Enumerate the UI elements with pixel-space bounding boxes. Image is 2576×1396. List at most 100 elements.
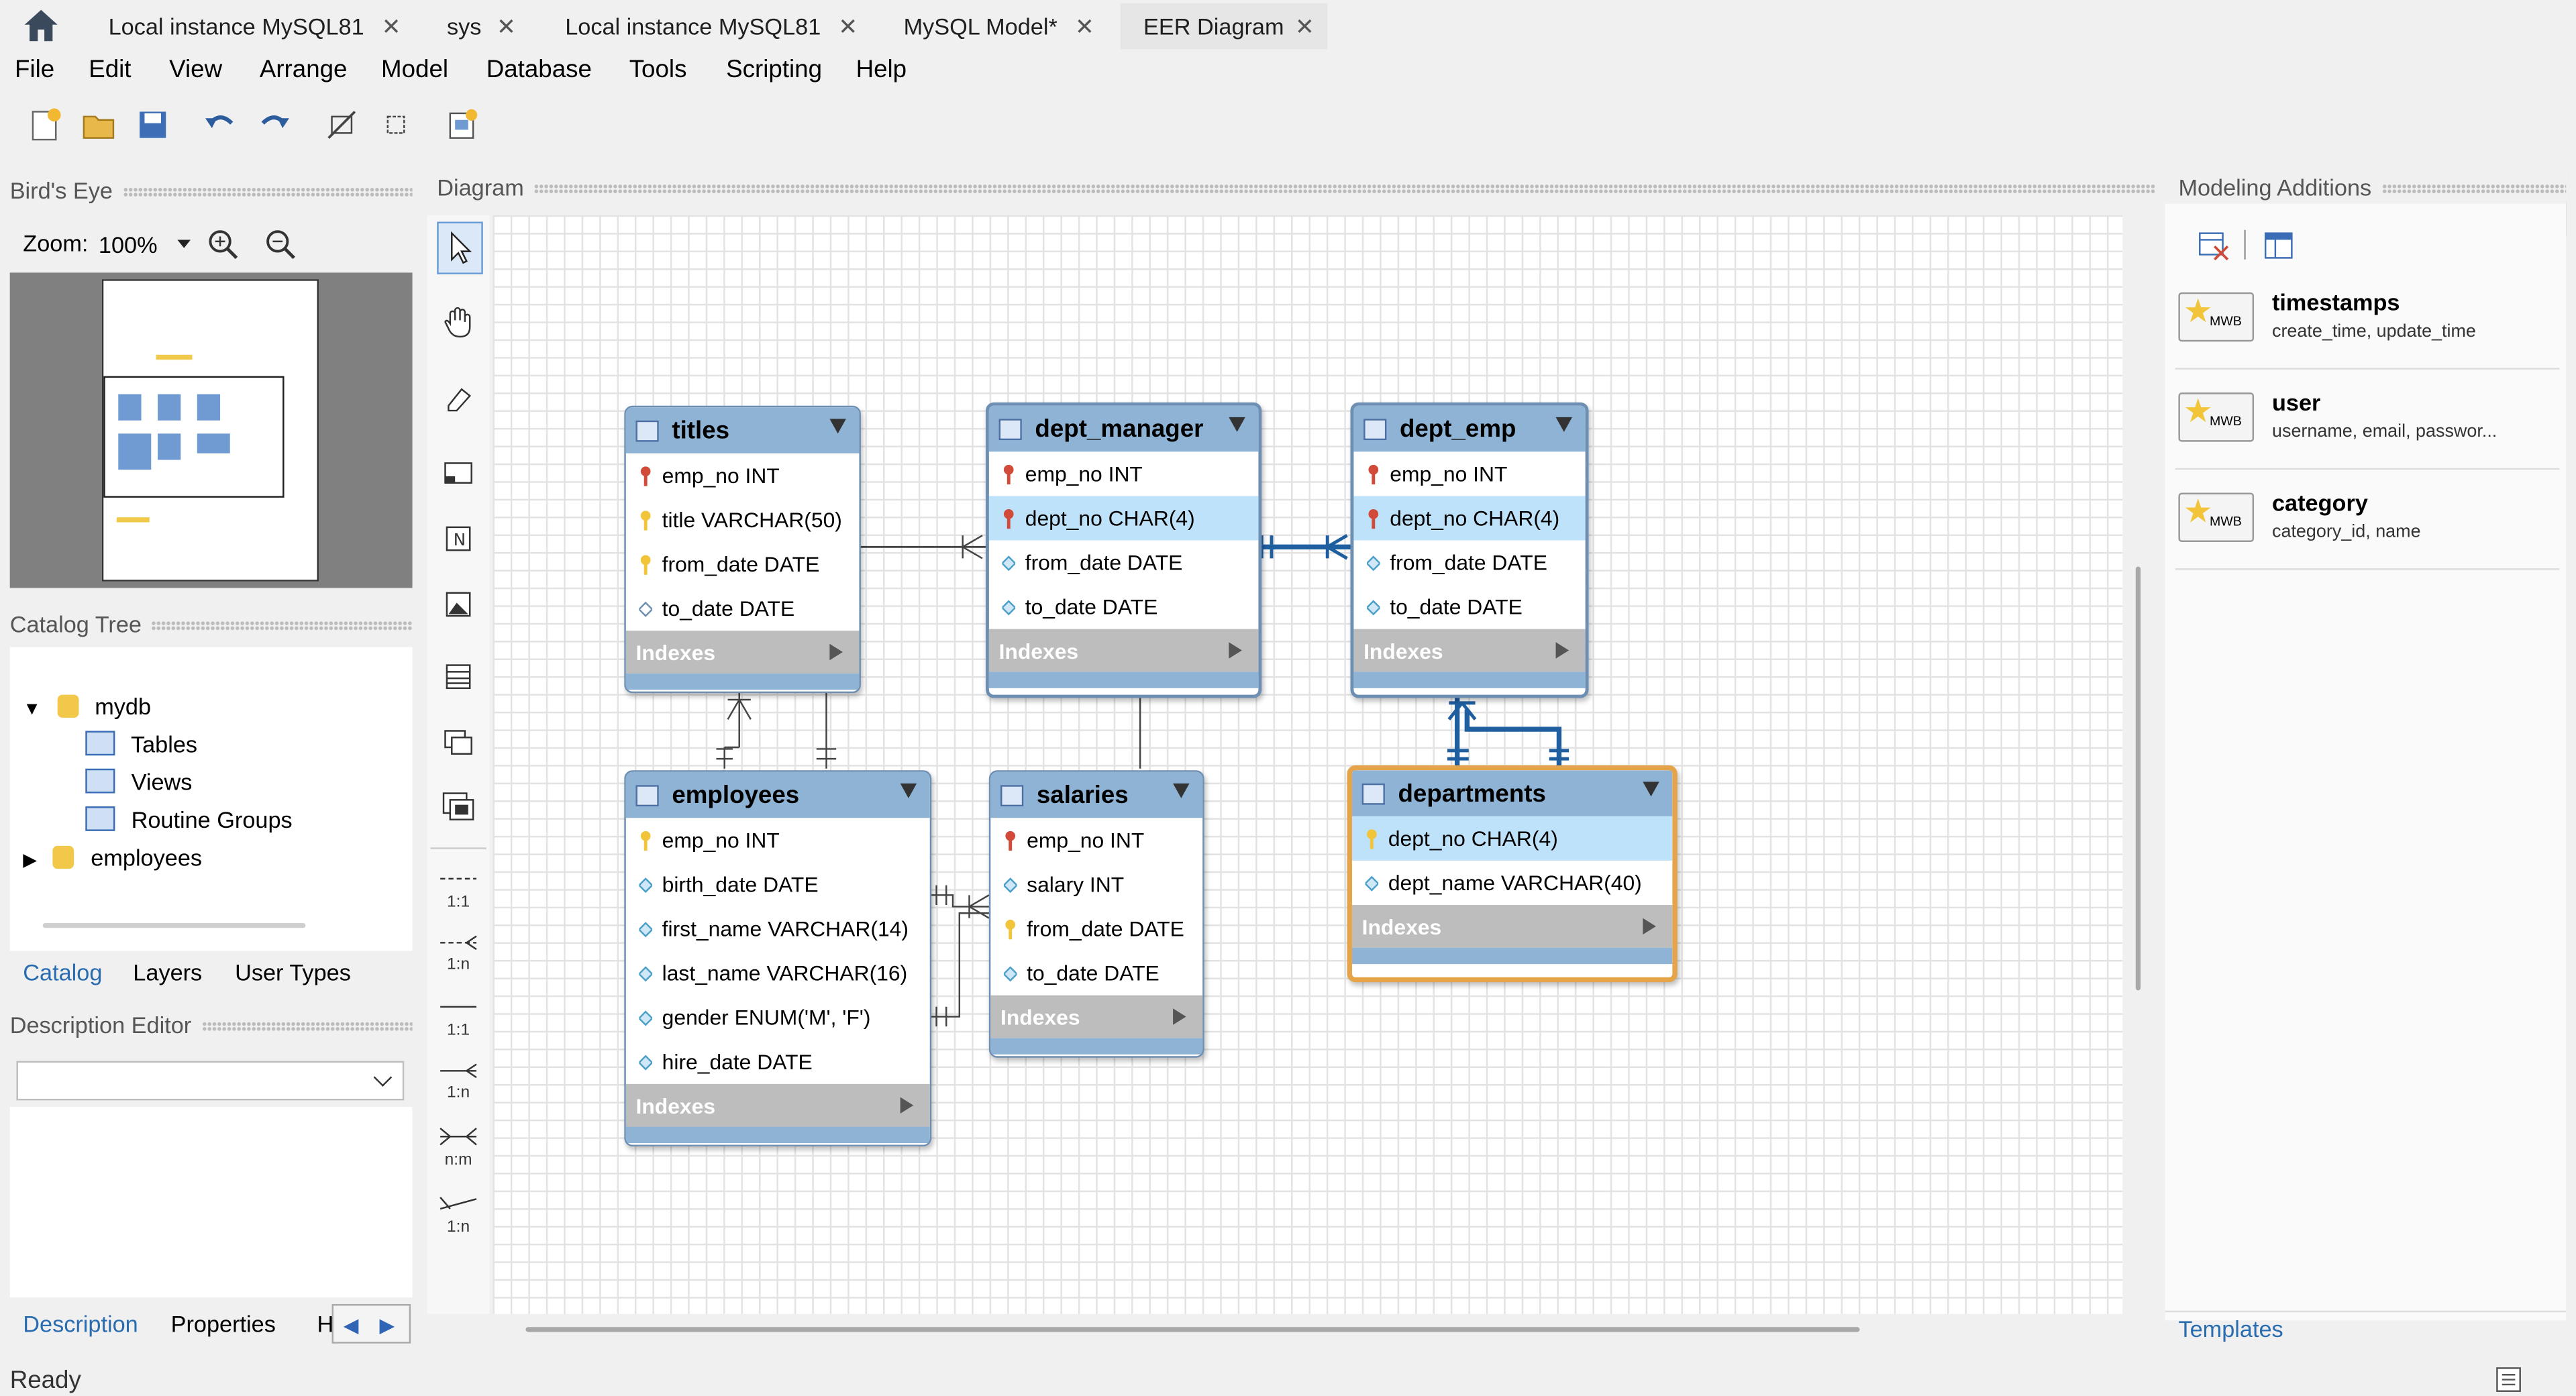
menu-help[interactable]: Help xyxy=(856,56,907,84)
tab-properties[interactable]: Properties xyxy=(170,1310,276,1337)
expand-arrow-icon[interactable] xyxy=(900,1097,914,1114)
indexes-section[interactable]: Indexes xyxy=(1351,905,1673,948)
tree-node-routine-groups[interactable]: Routine Groups xyxy=(85,806,293,833)
collapse-arrow-icon[interactable] xyxy=(1555,417,1573,432)
column-row[interactable]: from_date DATE xyxy=(1353,540,1585,584)
expand-arrow-icon[interactable] xyxy=(1229,642,1242,659)
column-row[interactable]: from_date DATE xyxy=(990,906,1202,951)
diagram-canvas[interactable] xyxy=(493,215,2123,1314)
column-row[interactable]: emp_no INT xyxy=(626,453,860,498)
indexes-section[interactable]: Indexes xyxy=(625,1083,930,1127)
table-tool-icon[interactable] xyxy=(437,662,480,702)
collapse-arrow-icon[interactable] xyxy=(900,783,917,798)
undo-icon[interactable] xyxy=(202,107,238,143)
zoom-in-icon[interactable] xyxy=(207,228,240,261)
view-tool-icon[interactable] xyxy=(437,728,480,767)
tab-layers[interactable]: Layers xyxy=(133,959,203,985)
tree-node-mydb[interactable]: ▼ mydb xyxy=(23,693,151,719)
tree-node-tables[interactable]: Tables xyxy=(85,731,197,757)
menu-arrange[interactable]: Arrange xyxy=(259,56,348,84)
tab-user-types[interactable]: User Types xyxy=(235,959,351,985)
relationship-1-n-icon[interactable]: 1:n xyxy=(437,934,480,974)
template-category[interactable]: ★MWB category category_id, name xyxy=(2175,470,2560,570)
indexes-section[interactable]: Indexes xyxy=(625,631,860,674)
table-header[interactable]: dept_manager xyxy=(988,405,1259,452)
menu-model[interactable]: Model xyxy=(381,56,449,84)
new-document-icon[interactable] xyxy=(26,107,62,143)
column-row[interactable]: to_date DATE xyxy=(626,586,860,631)
tab-sys[interactable]: sys ✕ xyxy=(424,3,529,50)
description-textarea[interactable] xyxy=(9,1107,413,1298)
template-user[interactable]: ★MWB user username, email, passwor... xyxy=(2175,370,2560,470)
column-row[interactable]: from_date DATE xyxy=(989,540,1259,584)
menu-view[interactable]: View xyxy=(169,56,223,84)
scroll-right-icon[interactable]: ▶ xyxy=(379,1313,395,1337)
column-row[interactable]: last_name VARCHAR(16) xyxy=(626,951,930,996)
vertical-scrollbar[interactable] xyxy=(2135,566,2141,991)
eer-table-departments[interactable]: departments dept_no CHAR(4) dept_name VA… xyxy=(1347,765,1678,983)
indexes-section[interactable]: Indexes xyxy=(990,995,1203,1038)
eer-table-dept-emp[interactable]: dept_emp emp_no INT dept_no CHAR(4) from… xyxy=(1350,402,1589,698)
tree-node-employees[interactable]: ▶ employees xyxy=(23,844,202,870)
hand-tool-icon[interactable] xyxy=(437,304,480,343)
column-row[interactable]: to_date DATE xyxy=(989,585,1259,629)
expand-arrow-icon[interactable] xyxy=(829,643,843,661)
toggle-grid-icon[interactable] xyxy=(323,107,360,143)
identifying-1-1-icon[interactable]: 1:1 xyxy=(437,1000,480,1040)
menu-edit[interactable]: Edit xyxy=(89,56,132,84)
image-tool-icon[interactable] xyxy=(437,590,480,629)
save-icon[interactable] xyxy=(135,107,171,143)
tab-description[interactable]: Description xyxy=(23,1310,138,1337)
menu-file[interactable]: File xyxy=(15,56,55,84)
tab-mysql-model[interactable]: MySQL Model* ✕ xyxy=(880,3,1107,50)
eer-table-titles[interactable]: titles emp_no INT title VARCHAR(50) from… xyxy=(624,405,861,694)
tab-local-instance-1[interactable]: Local instance MySQL81 ✕ xyxy=(85,3,414,50)
column-row[interactable]: dept_no CHAR(4) xyxy=(988,496,1259,541)
zoom-select[interactable]: 100% xyxy=(95,227,201,263)
eraser-tool-icon[interactable] xyxy=(437,382,480,422)
column-row[interactable]: from_date DATE xyxy=(626,542,860,586)
align-grid-icon[interactable] xyxy=(378,107,414,143)
tab-local-instance-2[interactable]: Local instance MySQL81 ✕ xyxy=(542,3,871,50)
horizontal-scrollbar[interactable] xyxy=(42,922,306,928)
eer-table-employees[interactable]: employees emp_no INT birth_date DATE fir… xyxy=(624,770,932,1146)
close-icon[interactable]: ✕ xyxy=(497,13,516,40)
column-row[interactable]: birth_date DATE xyxy=(626,862,930,906)
column-row[interactable]: to_date DATE xyxy=(990,951,1202,996)
note-tool-icon[interactable]: N xyxy=(437,524,480,563)
column-row[interactable]: emp_no INT xyxy=(990,818,1202,862)
redo-icon[interactable] xyxy=(256,107,293,143)
tab-templates[interactable]: Templates xyxy=(2178,1316,2283,1342)
column-row[interactable]: emp_no INT xyxy=(626,818,930,862)
column-row[interactable]: emp_no INT xyxy=(989,451,1259,496)
table-template-icon[interactable] xyxy=(2261,227,2297,263)
output-toggle-icon[interactable] xyxy=(2494,1366,2530,1393)
layer-tool-icon[interactable] xyxy=(437,458,480,498)
table-header[interactable]: departments xyxy=(1351,770,1673,816)
column-row[interactable]: dept_name VARCHAR(40) xyxy=(1352,861,1672,905)
indexes-section[interactable]: Indexes xyxy=(1353,629,1586,672)
identifying-1-n-icon[interactable]: 1:n xyxy=(437,1063,480,1102)
relationship-existing-columns-icon[interactable]: 1:n xyxy=(437,1194,480,1237)
zoom-out-icon[interactable] xyxy=(264,228,297,261)
viewport-rectangle[interactable] xyxy=(103,376,285,498)
eer-table-salaries[interactable]: salaries emp_no INT salary INT from_date… xyxy=(988,770,1204,1058)
collapse-arrow-icon[interactable] xyxy=(1229,417,1245,432)
chevron-right-icon[interactable]: ▶ xyxy=(23,851,38,871)
menu-tools[interactable]: Tools xyxy=(629,56,687,84)
column-row[interactable]: salary INT xyxy=(990,862,1202,906)
column-row[interactable]: to_date DATE xyxy=(1353,585,1585,629)
scroll-left-icon[interactable]: ◀ xyxy=(343,1313,359,1337)
table-header[interactable]: dept_emp xyxy=(1353,405,1586,452)
column-row[interactable]: hire_date DATE xyxy=(626,1040,930,1084)
collapse-arrow-icon[interactable] xyxy=(829,419,846,434)
column-row[interactable]: dept_no CHAR(4) xyxy=(1353,496,1586,541)
close-icon[interactable]: ✕ xyxy=(1074,13,1094,40)
apply-template-icon[interactable] xyxy=(2195,227,2231,263)
routine-group-tool-icon[interactable] xyxy=(437,790,480,830)
menu-scripting[interactable]: Scripting xyxy=(726,56,823,84)
table-header[interactable]: employees xyxy=(625,771,930,818)
tab-catalog[interactable]: Catalog xyxy=(23,959,103,985)
table-header[interactable]: salaries xyxy=(990,771,1203,818)
close-icon[interactable]: ✕ xyxy=(1294,13,1315,40)
